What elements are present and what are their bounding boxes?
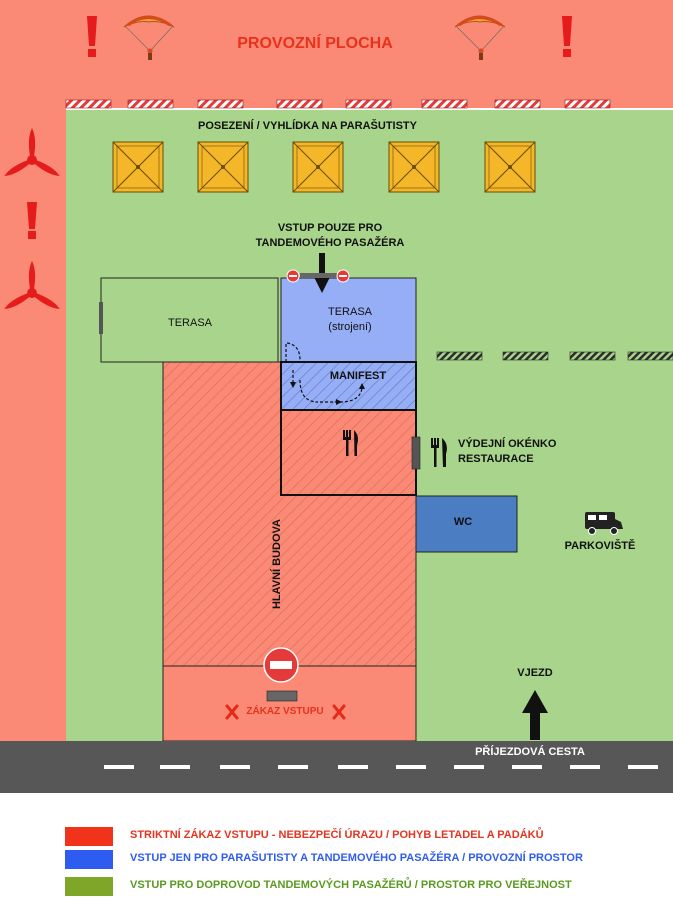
no-entry-icon bbox=[263, 647, 299, 683]
manifest-room bbox=[280, 361, 417, 411]
exclamation-icon bbox=[562, 16, 572, 57]
seating-label: POSEZENÍ / VYHLÍDKA NA PARAŠUTISTY bbox=[197, 120, 417, 132]
site-map bbox=[0, 0, 673, 793]
main-building bbox=[162, 361, 417, 667]
exclamation-icon bbox=[87, 16, 97, 57]
seating-benches bbox=[112, 141, 536, 193]
legend-swatch-restricted bbox=[65, 850, 113, 869]
legend-swatch-danger bbox=[65, 827, 113, 846]
terrace-right-rigging bbox=[280, 277, 417, 363]
legend-text-public: VSTUP PRO DOPROVOD TANDEMOVÝCH PASAŽÉRŮ … bbox=[130, 879, 572, 891]
wc-building bbox=[415, 495, 518, 553]
legend-text-danger: STRIKTNÍ ZÁKAZ VSTUPU - NEBEZPEČÍ ÚRAZU … bbox=[130, 829, 544, 841]
no-entry-icon bbox=[336, 269, 350, 283]
legend-text-restricted: VSTUP JEN PRO PARAŠUTISTY A TANDEMOVÉHO … bbox=[130, 852, 583, 864]
restaurant-window-shutter bbox=[411, 436, 421, 470]
entry-tandem-label-line2: TANDEMOVÉHO PASAŽÉRA bbox=[255, 237, 405, 249]
arrow-up-icon bbox=[522, 690, 548, 740]
fork-knife-icon bbox=[431, 438, 447, 467]
barrier-row bbox=[65, 99, 611, 109]
cross-icon bbox=[225, 704, 239, 720]
camper-van-icon bbox=[585, 512, 623, 535]
operating-area-label: PROVOZNÍ PLOCHA bbox=[237, 35, 393, 52]
parachute-icon bbox=[123, 15, 175, 60]
entry-gate-bar bbox=[300, 273, 344, 278]
access-road-label: PŘÍJEZDOVÁ CESTA bbox=[475, 746, 585, 758]
manifest-flow-arrows bbox=[285, 342, 363, 403]
wc-label: WC bbox=[453, 516, 473, 528]
exclamation-icon bbox=[27, 202, 37, 239]
parking-label: PARKOVIŠTĚ bbox=[564, 540, 636, 552]
main-building-label: HLAVNÍ BUDOVA bbox=[271, 518, 283, 610]
fork-knife-icon bbox=[343, 430, 358, 456]
restaurant-window-label-line2: RESTAURACE bbox=[458, 453, 534, 465]
no-entry-gate bbox=[266, 690, 298, 702]
terrace-left-label: TERASA bbox=[167, 317, 212, 329]
cross-icon bbox=[332, 704, 346, 720]
propeller-icon bbox=[4, 261, 60, 309]
entry-tandem-label-line1: VSTUP POUZE PRO bbox=[277, 222, 383, 234]
operating-area-zone bbox=[0, 0, 673, 108]
no-entry-label: ZÁKAZ VSTUPU bbox=[246, 706, 324, 717]
manifest-label: MANIFEST bbox=[329, 370, 387, 382]
propeller-icon bbox=[4, 128, 60, 176]
legend-swatch-public bbox=[65, 877, 113, 896]
entrance-drive-label: VJEZD bbox=[517, 667, 553, 679]
terrace-right-label-line1: TERASA bbox=[327, 306, 372, 318]
terrace-left bbox=[100, 277, 279, 363]
terrace-right-label-line2: (strojení) bbox=[328, 321, 372, 333]
restaurant-window-label-line1: VÝDEJNÍ OKÉNKO bbox=[458, 438, 557, 450]
road-markings bbox=[104, 765, 658, 769]
parachute-icon bbox=[454, 15, 506, 60]
manifest-flow-heads bbox=[290, 382, 365, 405]
fence-row bbox=[436, 351, 673, 361]
arrow-down-icon bbox=[313, 253, 331, 293]
no-entry-icon bbox=[286, 269, 300, 283]
terrace-left-door bbox=[99, 302, 103, 334]
